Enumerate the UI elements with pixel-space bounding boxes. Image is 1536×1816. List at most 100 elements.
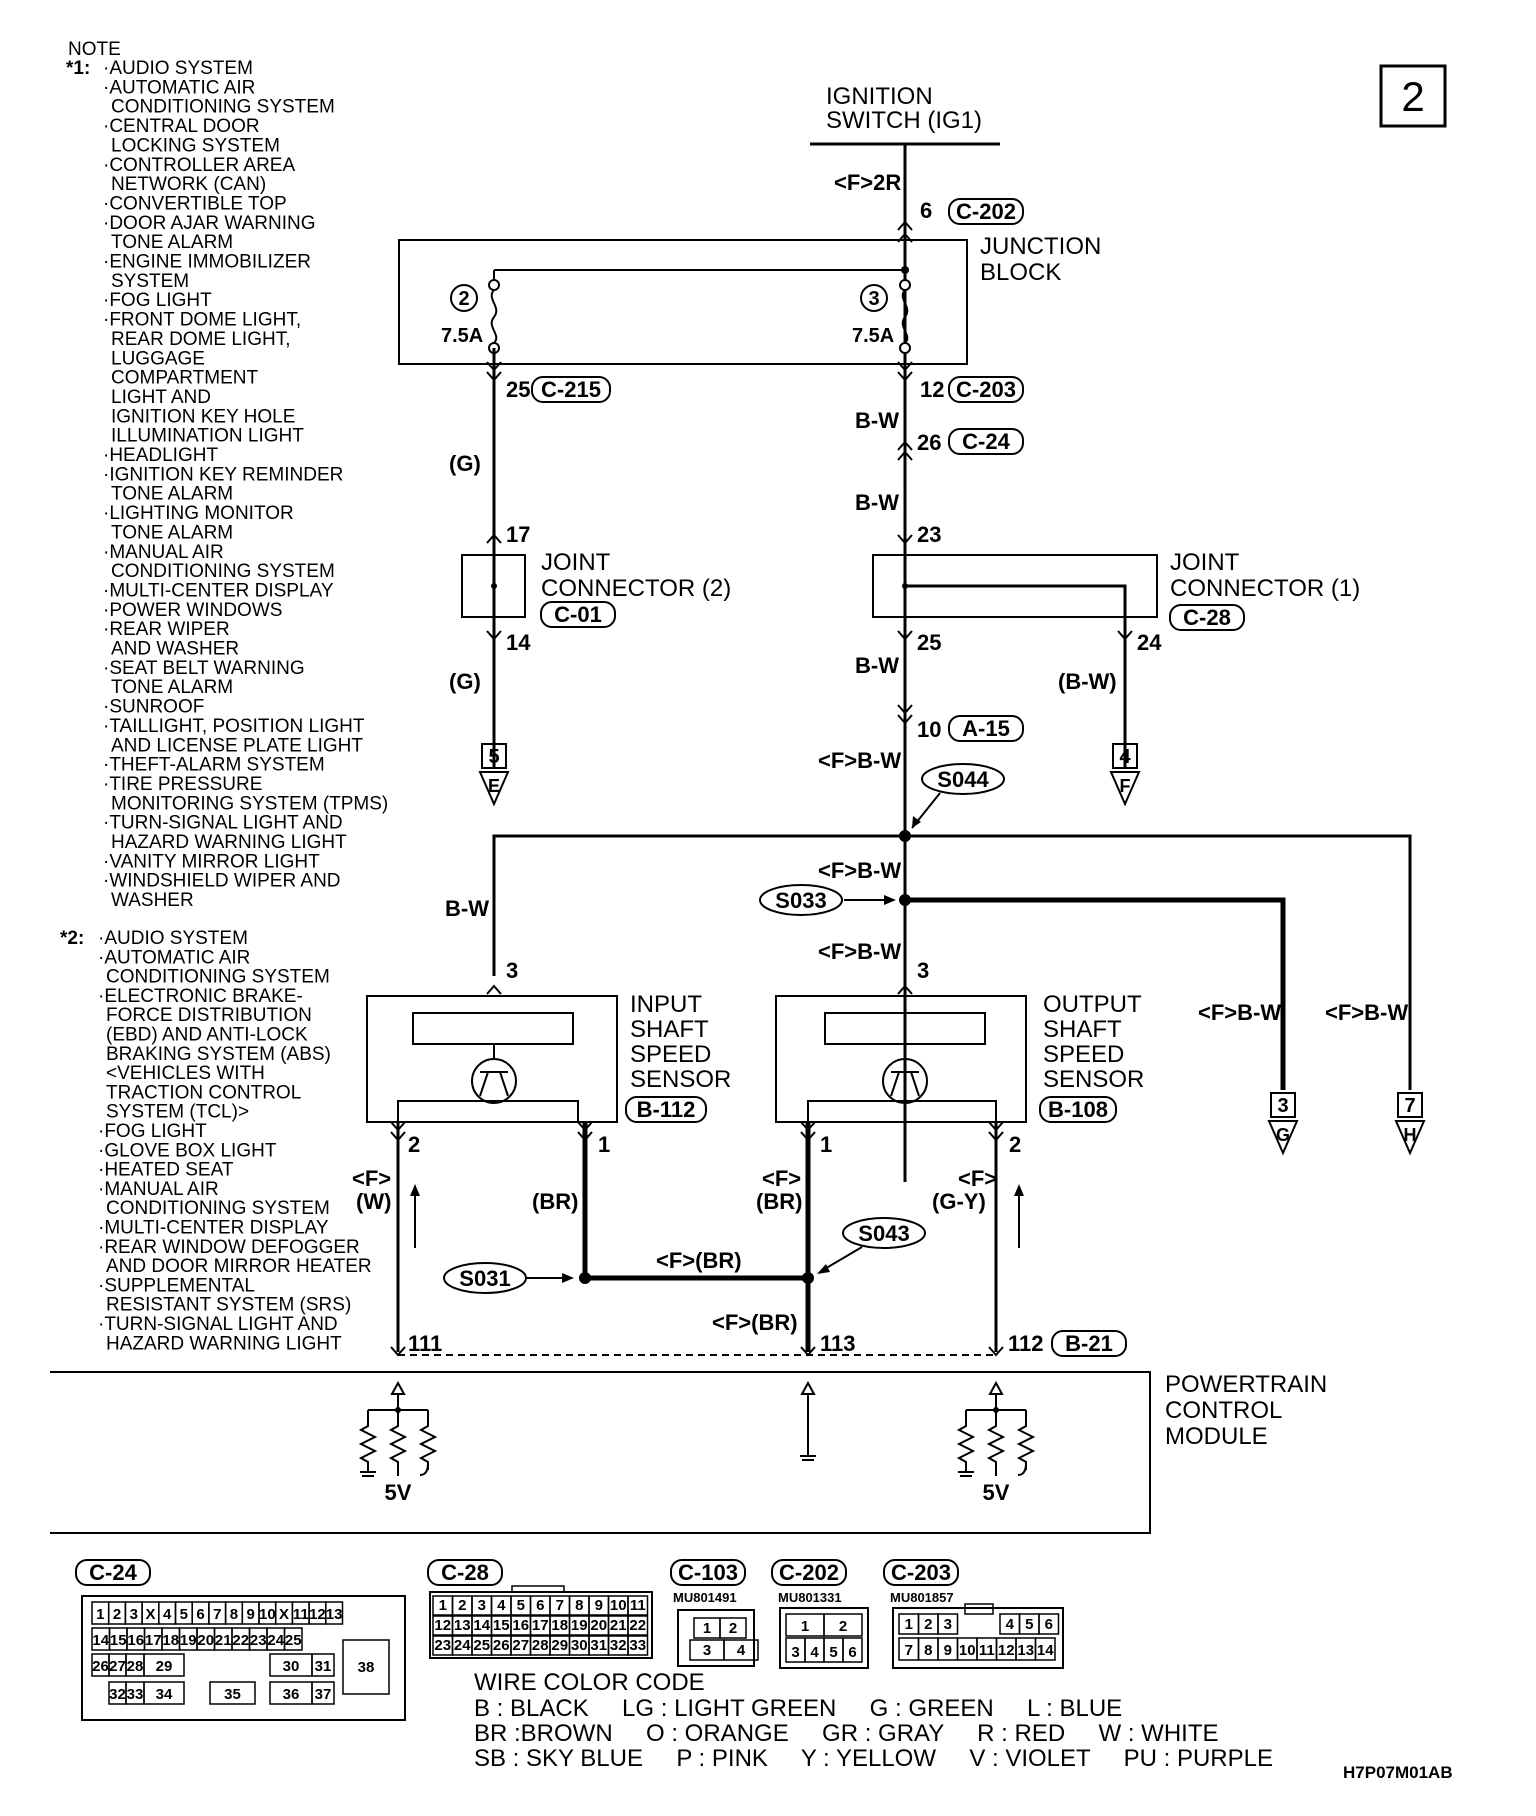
conn-b21-badge	[1051, 1330, 1127, 1357]
connector-pin-label: 3	[478, 1597, 486, 1614]
wire-color-code-line-2: BR :BROWN O : ORANGE GR : GRAY R : RED W…	[474, 1720, 1219, 1747]
fuse-2-amp: 7.5A	[441, 325, 483, 347]
ref-e-number: 5	[488, 746, 499, 768]
note-item: LUGGAGE	[111, 348, 205, 369]
conn-b21: B-21	[1065, 1331, 1113, 1356]
pin-24: 24	[1137, 630, 1162, 655]
note-item: ·THEFT-ALARM SYSTEM	[103, 755, 325, 776]
connector-pin-label: 16	[512, 1617, 529, 1634]
pin-10: 10	[917, 717, 941, 742]
legend-c103-part: MU801491	[673, 1590, 737, 1605]
note-item: ·SUNROOF	[103, 697, 204, 718]
note-item: REAR DOME LIGHT,	[111, 329, 290, 350]
ref-e-letter: E	[488, 776, 500, 796]
oss-label-1: OUTPUT	[1043, 991, 1142, 1018]
connector-pin-label: 5	[517, 1597, 525, 1614]
pin-12: 12	[920, 377, 944, 402]
connector-pin-label: 3	[703, 1642, 711, 1659]
connector-pin-label: 3	[130, 1606, 138, 1623]
pin-25-c215: 25	[506, 377, 530, 402]
note-item: HAZARD WARNING LIGHT	[111, 832, 347, 853]
wire-color-code: WIRE COLOR CODE B : BLACK LG : LIGHT GRE…	[474, 1669, 1273, 1772]
note-item: TONE ALARM	[111, 677, 233, 698]
ref-h-letter: H	[1404, 1125, 1417, 1145]
note-item: ·MANUAL AIR	[98, 1179, 219, 1200]
connector-pin-label: 2	[113, 1606, 121, 1623]
note-title: NOTE	[68, 39, 121, 60]
fuse-3	[899, 279, 911, 354]
conn-c202-badge	[948, 198, 1024, 225]
ignition-label-2: SWITCH (IG1)	[826, 107, 982, 134]
connector-pin-label: 13	[1017, 1642, 1034, 1659]
iss-label-1: INPUT	[630, 991, 702, 1018]
wire-label-bw2: B-W	[855, 490, 899, 515]
pin-113: 113	[820, 1331, 856, 1356]
connector-pin-label: 2	[458, 1597, 466, 1614]
connector-pin-label: 12	[309, 1606, 326, 1623]
wire-label-f-br-2: (BR)	[756, 1189, 802, 1214]
legend-c202-label: C-202	[779, 1560, 839, 1585]
conn-c28-badge	[1169, 604, 1245, 631]
note-block: NOTE *1: *2: ·AUDIO SYSTEM·AUTOMATIC AIR…	[60, 39, 388, 1354]
legend-c28-label: C-28	[441, 1560, 489, 1585]
connector-pin-label: 19	[180, 1632, 197, 1649]
note-item: FORCE DISTRIBUTION	[106, 1005, 312, 1026]
ref-f-number: 4	[1119, 746, 1131, 768]
ref-e-arrow	[478, 771, 510, 807]
connector-pin-label: 24	[454, 1637, 471, 1654]
note-item: ·VANITY MIRROR LIGHT	[103, 851, 320, 872]
iss-label-2: SHAFT	[630, 1016, 709, 1043]
conn-b108-badge	[1039, 1096, 1117, 1123]
fuse-2-number: 2	[458, 288, 469, 310]
splice-s033-node	[899, 894, 911, 906]
ref-f-arrow	[1109, 771, 1141, 807]
note-item: ·IGNITION KEY REMINDER	[103, 464, 343, 485]
connector-pin-label: 12	[434, 1617, 451, 1634]
legend-c24-label: C-24	[89, 1560, 137, 1585]
note-item: COMPARTMENT	[111, 368, 258, 389]
connector-pin-label: 38	[358, 1659, 375, 1676]
ref-g-box	[1270, 1092, 1296, 1118]
note-item: ·POWER WINDOWS	[103, 600, 282, 621]
note-item: ·FOG LIGHT	[103, 290, 212, 311]
voltage-right: 5V	[983, 1480, 1010, 1505]
connector-pin-label: 3	[944, 1616, 952, 1633]
conn-c01: C-01	[554, 602, 602, 627]
pcm-label-2: CONTROL	[1165, 1397, 1282, 1424]
connector-pin-label: 14	[1037, 1642, 1054, 1659]
connector-pin-label: 27	[512, 1637, 529, 1654]
note-item: RESISTANT SYSTEM (SRS)	[106, 1295, 351, 1316]
note-item: CONDITIONING SYSTEM	[106, 1198, 330, 1219]
wire-label-f-br-1: <F>	[762, 1166, 801, 1191]
note-item: ·ELECTRONIC BRAKE-	[98, 986, 303, 1007]
connector-pin-label: 32	[610, 1637, 627, 1654]
pcm-label-1: POWERTRAIN	[1165, 1371, 1327, 1398]
conn-c203: C-203	[956, 377, 1016, 402]
splice-s031: S031	[459, 1266, 510, 1291]
pin-111: 111	[408, 1331, 442, 1356]
note-item: SYSTEM (TCL)>	[106, 1102, 249, 1123]
note-item: TONE ALARM	[111, 232, 233, 253]
jc2-label-1: JOINT	[541, 549, 611, 576]
note-star1-list: ·AUDIO SYSTEM·AUTOMATIC AIRCONDITIONING …	[103, 58, 388, 911]
connector-pin-label: 13	[454, 1617, 471, 1634]
ignition-label-1: IGNITION	[826, 83, 933, 110]
pin-2-oss: 2	[1009, 1132, 1021, 1157]
iss-label-3: SPEED	[630, 1041, 711, 1068]
jc1-label-1: JOINT	[1170, 549, 1240, 576]
conn-a15-badge	[948, 715, 1024, 742]
oss-label-2: SHAFT	[1043, 1016, 1122, 1043]
legend-c103-label: C-103	[678, 1560, 738, 1585]
connector-pin-label: 10	[959, 1642, 976, 1659]
wire-label-g1: (G)	[449, 451, 481, 476]
note-item: IGNITION KEY HOLE	[111, 406, 295, 427]
jc2-label-2: CONNECTOR (2)	[541, 575, 731, 602]
connector-pin-label: 29	[156, 1658, 173, 1675]
connector-pin-label: 13	[326, 1606, 343, 1623]
connector-pin-label: 18	[162, 1632, 179, 1649]
note-star1-label: *1:	[66, 58, 90, 79]
connector-pin-label: 31	[315, 1658, 332, 1675]
connector-pin-label: 18	[551, 1617, 568, 1634]
